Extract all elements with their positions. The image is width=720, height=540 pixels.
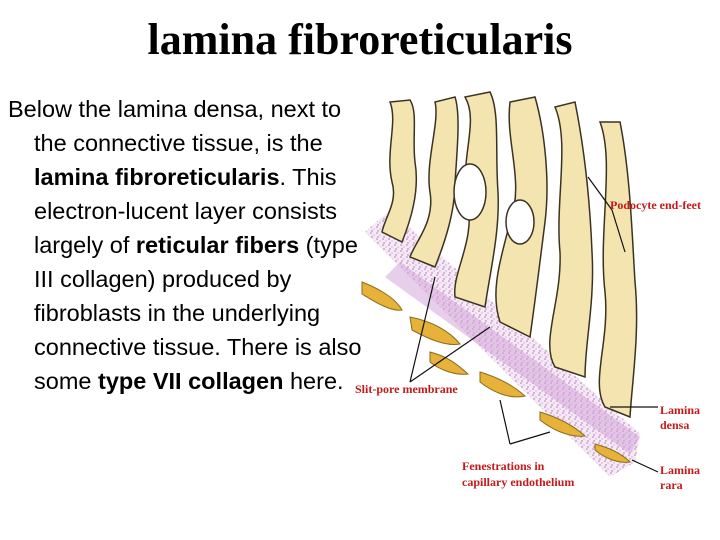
body-text-part: . This electron-lucent layer consists la… bbox=[34, 164, 338, 258]
label-podocyte-end-feet: Podocyte end-feet bbox=[610, 198, 701, 212]
body-text-part: Below the lamina densa, next to the conn… bbox=[8, 96, 342, 156]
body-text: Below the lamina densa, next to the conn… bbox=[8, 92, 374, 398]
lamina-densa-band bbox=[385, 262, 640, 454]
label-fenestrations: Fenestrations in bbox=[462, 459, 545, 473]
label-lamina-densa: densa bbox=[660, 418, 689, 432]
body-text-part: here. bbox=[283, 368, 344, 394]
glomerular-filtration-barrier-diagram: Podocyte end-feet Slit-pore membrane Lam… bbox=[340, 82, 720, 522]
term-reticular-fibers: reticular fibers bbox=[135, 232, 300, 258]
capillary-endothelium bbox=[361, 281, 632, 463]
label-fenestrations: capillary endothelium bbox=[462, 475, 574, 489]
label-slit-pore-membrane: Slit-pore membrane bbox=[355, 382, 458, 396]
label-arrows bbox=[409, 176, 659, 473]
body-text-part: (type III collagen) produced by fibrobla… bbox=[34, 232, 362, 394]
term-type-vii-collagen: type VII collagen bbox=[98, 368, 284, 394]
label-lamina-rara: Lamina bbox=[660, 463, 700, 477]
slide-title: lamina fibroreticularis bbox=[147, 15, 573, 64]
podocyte-end-feet bbox=[381, 91, 638, 419]
label-lamina-densa: Lamina bbox=[660, 403, 700, 417]
term-lamina-fibroreticularis: lamina fibroreticularis bbox=[34, 164, 280, 190]
label-lamina-rara: rara bbox=[660, 478, 683, 492]
